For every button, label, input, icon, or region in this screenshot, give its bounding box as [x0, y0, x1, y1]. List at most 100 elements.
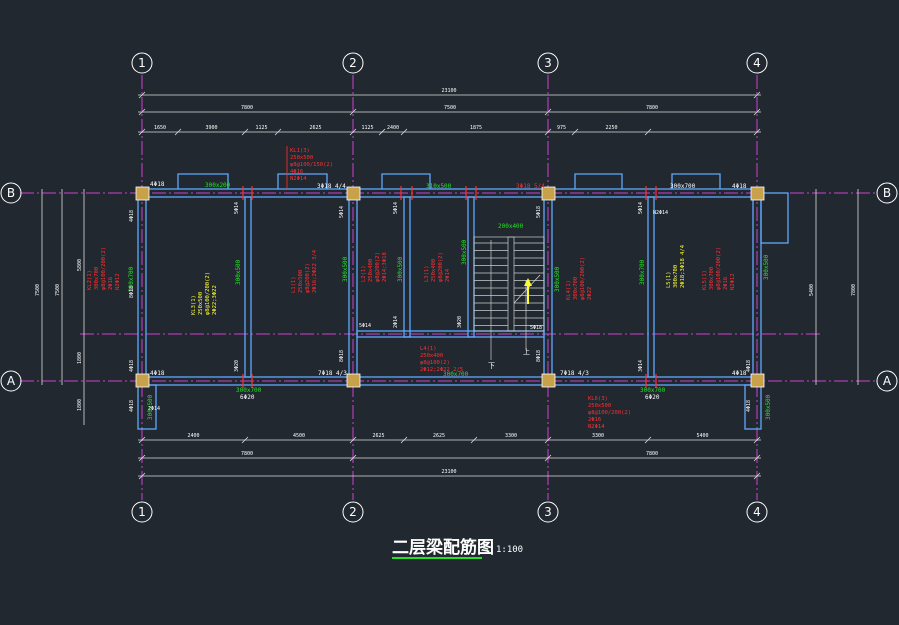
- svg-text:φ8@100/200(2): φ8@100/200(2): [716, 247, 722, 290]
- svg-text:KL2(1): KL2(1): [87, 270, 93, 290]
- svg-text:4Φ18: 4Φ18: [129, 400, 135, 412]
- svg-text:L2(1): L2(1): [361, 265, 367, 282]
- svg-text:300x700: 300x700: [573, 277, 579, 300]
- svg-text:下: 下: [488, 362, 495, 370]
- beam-secondary-2: [403, 196, 411, 338]
- svg-text:5Φ18: 5Φ18: [536, 206, 542, 218]
- dim-bottom-segment: 5400: [696, 433, 708, 439]
- svg-text:8Φ18: 8Φ18: [536, 350, 542, 362]
- grid-bubble-1-top: 1: [131, 52, 153, 74]
- beam-secondary-4: [647, 196, 655, 378]
- column-b4: [750, 186, 765, 201]
- column-a2: [346, 373, 361, 388]
- svg-text:1: 1: [138, 56, 146, 70]
- dim-tick: [349, 128, 357, 136]
- svg-text:3: 3: [544, 505, 552, 519]
- dimension-ticks: [138, 91, 761, 480]
- svg-text:4Φ18: 4Φ18: [746, 400, 752, 412]
- svg-text:L4(1): L4(1): [420, 346, 437, 352]
- dim-tick: [241, 128, 249, 136]
- svg-text:250x400: 250x400: [368, 259, 374, 282]
- svg-text:2Φ22;3Φ22: 2Φ22;3Φ22: [212, 285, 218, 315]
- dim-tick: [400, 128, 408, 136]
- svg-text:2Φ16: 2Φ16: [108, 277, 114, 290]
- dim-half-mid-top: 7500: [444, 105, 456, 111]
- beam-cantilever-right: [760, 192, 789, 244]
- svg-text:φ8@200(2): φ8@200(2): [375, 252, 381, 282]
- dim-tick: [644, 436, 652, 444]
- svg-text:KL6(3): KL6(3): [588, 396, 608, 402]
- dim-left-inner: 5800: [77, 259, 83, 271]
- dim-left-mid: 7500: [55, 284, 61, 296]
- label-b-mid1: 3Φ18 4/4: [317, 183, 346, 190]
- dim-top-segment: 1875: [470, 125, 482, 131]
- grid-bubble-b-left: B: [0, 182, 22, 204]
- dim-half-right-top: 7800: [646, 105, 658, 111]
- svg-text:7Φ18 4/3: 7Φ18 4/3: [560, 370, 589, 377]
- svg-text:KL4(1): KL4(1): [566, 280, 572, 300]
- drawing-title-text: 二层梁配筋图: [392, 537, 494, 558]
- svg-text:5Φ14: 5Φ14: [339, 206, 345, 218]
- svg-text:5Φ14: 5Φ14: [359, 323, 371, 329]
- dim-tick: [241, 436, 249, 444]
- svg-text:2Φ18;3Φ18 4/4: 2Φ18;3Φ18 4/4: [680, 244, 686, 288]
- dim-overall-bottom: 23100: [441, 469, 456, 475]
- svg-text:300x700: 300x700: [94, 267, 100, 290]
- label-red-bottom-right: KL6(3) 250x500 φ8@100/200(2) 2Φ16 N2Φ14: [588, 396, 631, 430]
- svg-text:250x400: 250x400: [431, 259, 437, 282]
- svg-text:300x500: 300x500: [235, 259, 242, 285]
- grid-bubble-3-bottom: 3: [537, 501, 559, 523]
- label-red-bottom-mid: L4(1) 250x400 φ8@100(2) 2Φ12;2Φ22 2/5: [420, 346, 463, 373]
- svg-text:L1(1): L1(1): [291, 276, 297, 293]
- beam-cantilever-top: [177, 173, 721, 189]
- column-a4: [750, 373, 765, 388]
- dim-tick: [753, 108, 761, 116]
- svg-text:KL3(1): KL3(1): [191, 295, 197, 315]
- label-yellow-right: L5(1) 300x700 2Φ18;3Φ18 4/4: [666, 244, 686, 288]
- dim-top-segment: 1125: [255, 125, 267, 131]
- label-b-right: 4Φ18: [732, 183, 747, 190]
- svg-text:4Φ16: 4Φ16: [290, 169, 303, 175]
- dim-half-right-bottom: 7800: [646, 451, 658, 457]
- dim-tick: [544, 436, 552, 444]
- dim-tick: [138, 108, 146, 116]
- label-b-green2: 310x500: [426, 183, 452, 190]
- svg-text:N2Φ12: N2Φ12: [730, 273, 736, 290]
- svg-text:2Φ14: 2Φ14: [148, 406, 160, 412]
- column-b2: [346, 186, 361, 201]
- svg-text:3Φ14: 3Φ14: [638, 360, 644, 372]
- column-a1: [135, 373, 150, 388]
- stair-text: 下 上: [488, 347, 530, 370]
- svg-text:5Φ14: 5Φ14: [234, 202, 240, 214]
- svg-text:300x700: 300x700: [673, 265, 679, 288]
- dim-tick: [753, 436, 761, 444]
- grid-bubble-4-bottom: 4: [746, 501, 768, 523]
- dim-tick: [349, 454, 357, 462]
- svg-text:300x500: 300x500: [397, 256, 404, 282]
- stair-outline: [473, 236, 545, 332]
- a-axis-labels: 4Φ18 7Φ18 4/3 7Φ18 4/3 4Φ18 300x700 300x…: [150, 370, 747, 401]
- svg-text:φ8@100/200(2): φ8@100/200(2): [588, 410, 631, 416]
- grid-bubble-2-bottom: 2: [342, 501, 364, 523]
- svg-text:6Φ20: 6Φ20: [240, 394, 255, 401]
- svg-text:4Φ18: 4Φ18: [129, 360, 135, 372]
- grid-bubble-4-top: 4: [746, 52, 768, 74]
- svg-text:4: 4: [753, 505, 761, 519]
- dim-tick: [138, 128, 146, 136]
- dim-left-outer: 7500: [35, 284, 41, 296]
- svg-text:4Φ18: 4Φ18: [746, 360, 752, 372]
- dim-bottom-segment: 3300: [592, 433, 604, 439]
- svg-text:300x500: 300x500: [461, 239, 468, 265]
- label-b-green3: 300x700: [670, 183, 696, 190]
- svg-text:B: B: [7, 186, 15, 200]
- svg-text:2Φ16: 2Φ16: [723, 277, 729, 290]
- svg-text:5Φ14: 5Φ14: [393, 202, 399, 214]
- grid-bubble-b-right: B: [876, 182, 898, 204]
- dim-half-left-bottom: 7800: [241, 451, 253, 457]
- dim-overall-top: 23100: [441, 88, 456, 94]
- svg-text:4: 4: [753, 56, 761, 70]
- beam-stair-edge: [356, 330, 545, 338]
- beam-secondary-3: [467, 196, 475, 338]
- svg-text:4Φ18: 4Φ18: [129, 210, 135, 222]
- svg-text:φ8@200(2): φ8@200(2): [305, 263, 311, 293]
